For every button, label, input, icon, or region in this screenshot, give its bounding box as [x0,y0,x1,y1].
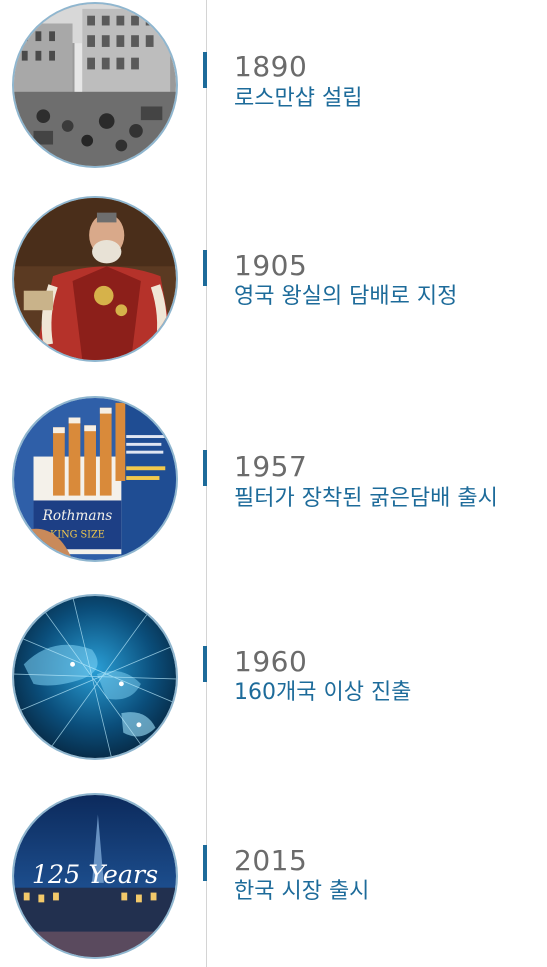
timeline-marker [203,646,207,682]
london-street-photo [12,2,178,168]
overlay-125-years-text: 125 Years [32,859,158,889]
world-network-map [12,594,178,760]
timeline-marker [203,52,207,88]
timeline-entry-1905: 1905 영국 왕실의 담배로 지정 [0,196,547,366]
timeline-entry-1890: 1890 로스만샵 설립 [0,0,547,170]
royal-portrait [12,196,178,362]
timeline-entry-1957: Rothmans KING SIZE 1957 필터가 장착된 굵은담배 출시 [0,396,547,566]
event-caption: 한국 시장 출시 [234,879,370,904]
year-label: 2015 [234,844,308,877]
pack-size-text: KING SIZE [50,530,105,541]
125-years-night-city: 125 Years [12,793,178,959]
timeline-marker [203,450,207,486]
year-label: 1890 [234,50,308,83]
year-label: 1957 [234,450,308,483]
timeline-marker [203,845,207,881]
year-label: 1905 [234,249,308,282]
event-caption: 필터가 장착된 굵은담배 출시 [234,486,498,511]
timeline-marker [203,250,207,286]
event-caption: 로스만샵 설립 [234,86,363,111]
event-caption: 160개국 이상 진출 [234,680,412,705]
event-caption: 영국 왕실의 담배로 지정 [234,284,458,309]
timeline-entry-1960: 1960 160개국 이상 진출 [0,594,547,764]
timeline-entry-2015: 125 Years 2015 한국 시장 출시 [0,793,547,963]
cigarette-pack-ad: Rothmans KING SIZE [12,396,178,562]
pack-brand-text: Rothmans [42,508,113,524]
year-label: 1960 [234,645,308,678]
